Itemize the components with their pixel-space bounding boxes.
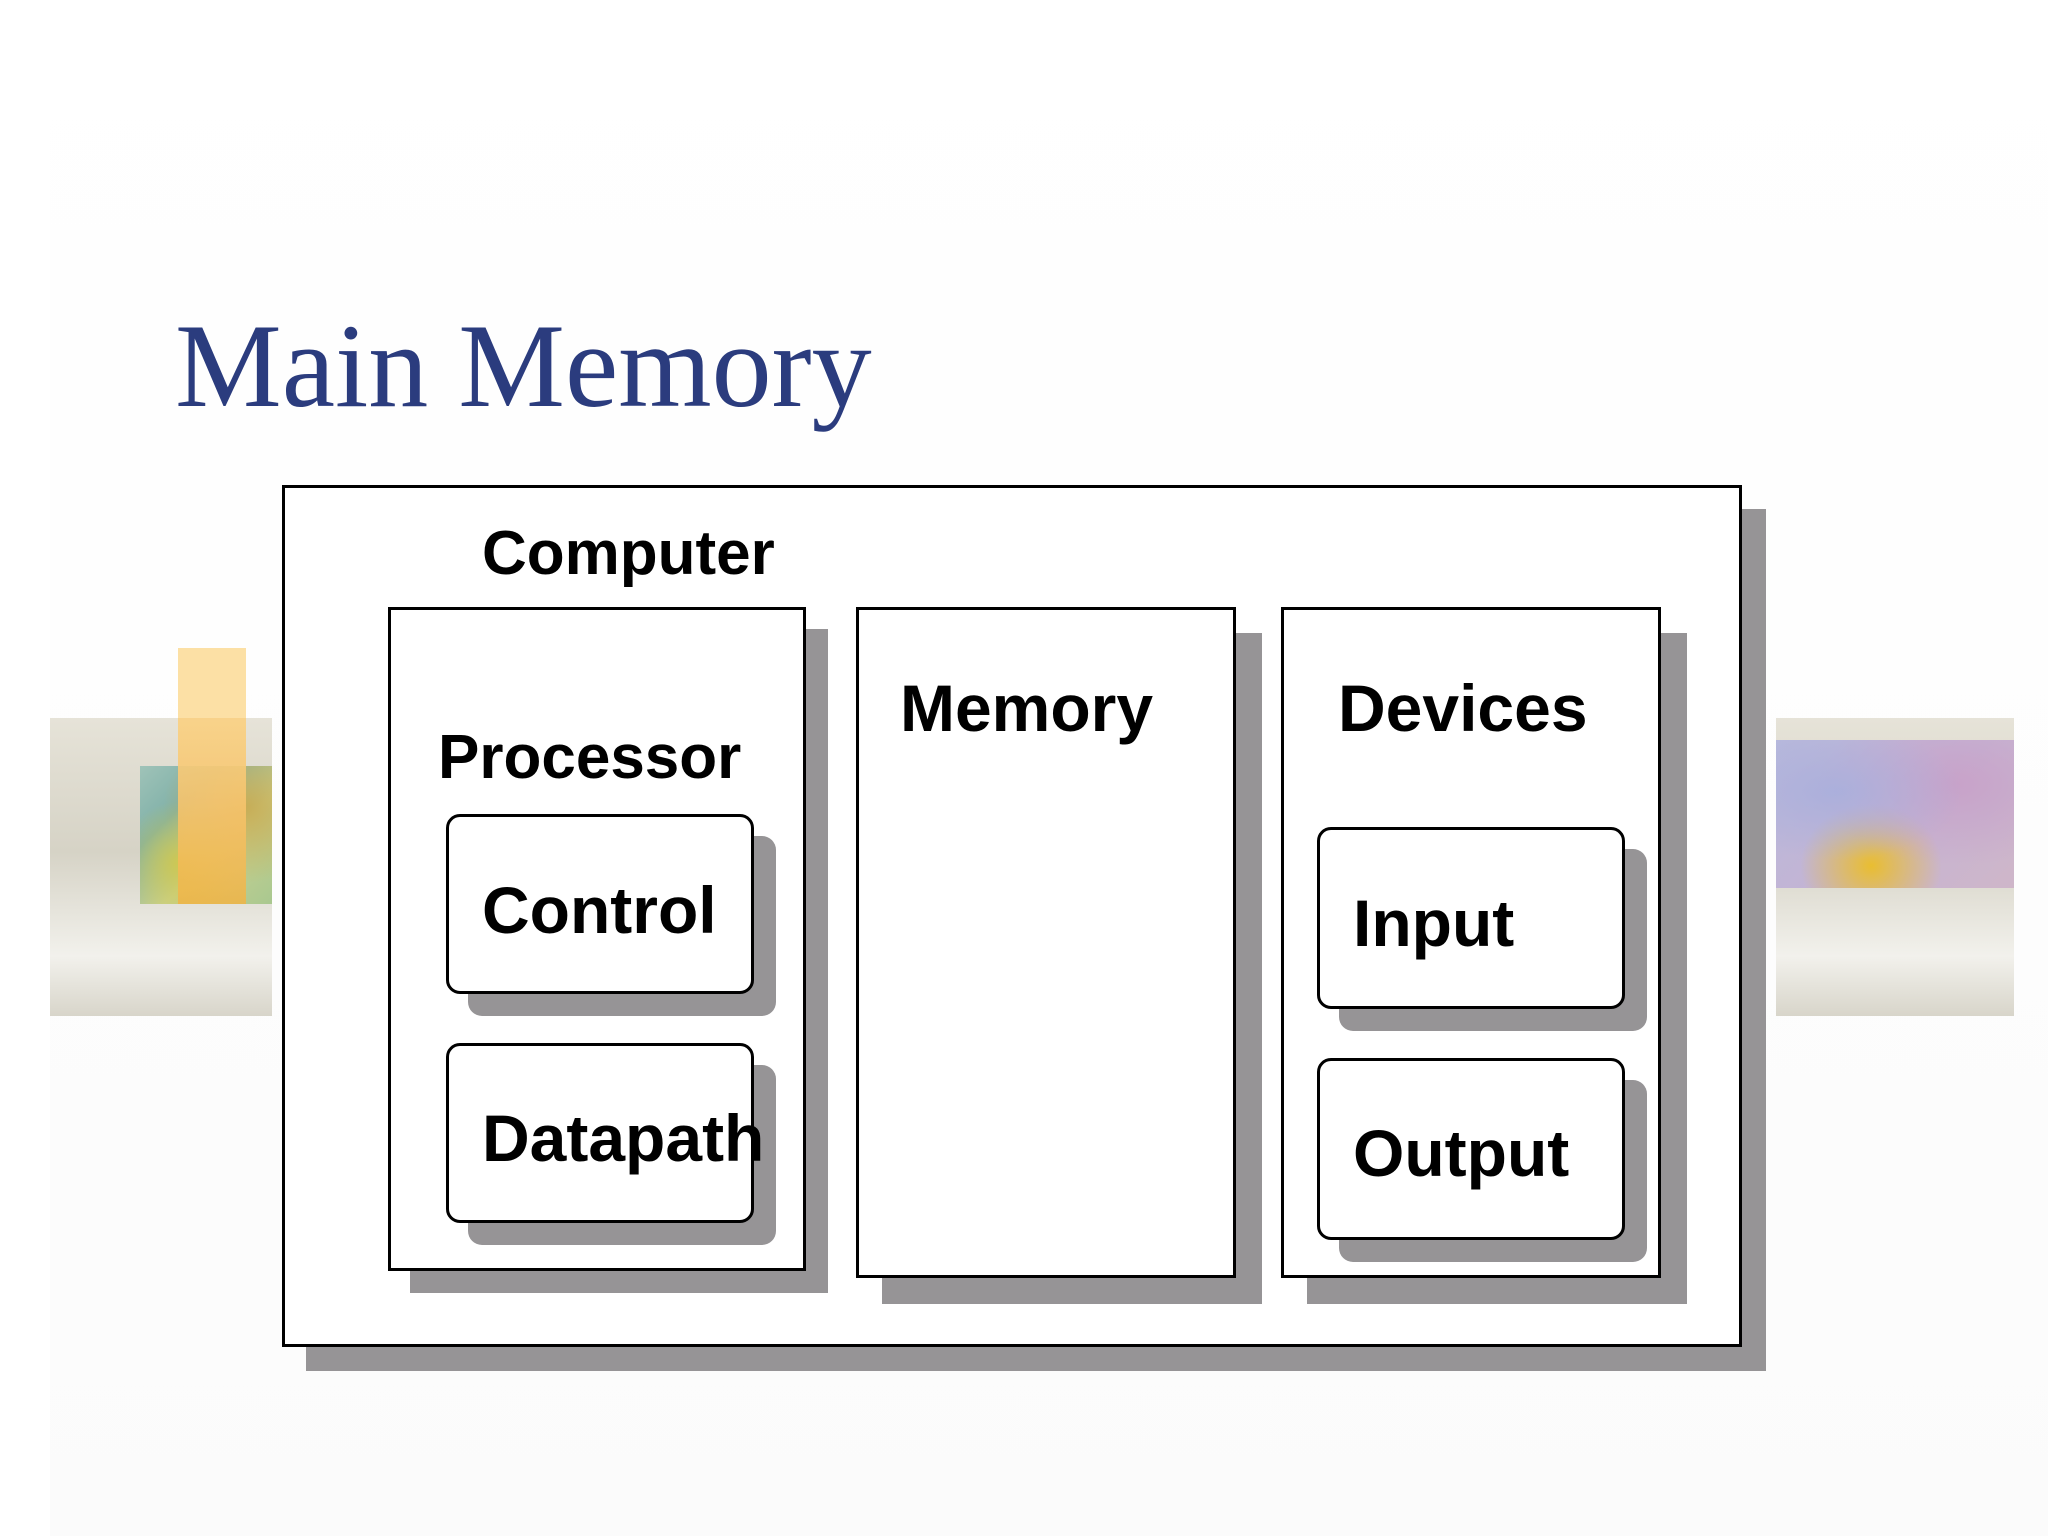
slide-title: Main Memory <box>175 299 872 432</box>
datapath-label: Datapath <box>482 1101 765 1175</box>
processor-label: Processor <box>438 723 742 792</box>
control-label: Control <box>482 873 717 947</box>
right-decorative-panel <box>1776 718 2014 1016</box>
left-decorative-bar <box>178 718 246 904</box>
output-box <box>1317 1058 1625 1240</box>
left-decorative-panel <box>50 718 272 1016</box>
left-decorative-bar-top <box>178 648 246 718</box>
right-decorative-image <box>1776 740 2014 888</box>
memory-box <box>856 607 1236 1278</box>
computer-label: Computer <box>482 519 775 588</box>
datapath-box <box>446 1043 754 1223</box>
output-label: Output <box>1353 1116 1570 1190</box>
input-label: Input <box>1353 886 1515 960</box>
devices-label: Devices <box>1338 671 1588 745</box>
control-box <box>446 814 754 994</box>
input-box <box>1317 827 1625 1009</box>
memory-label: Memory <box>900 671 1154 745</box>
